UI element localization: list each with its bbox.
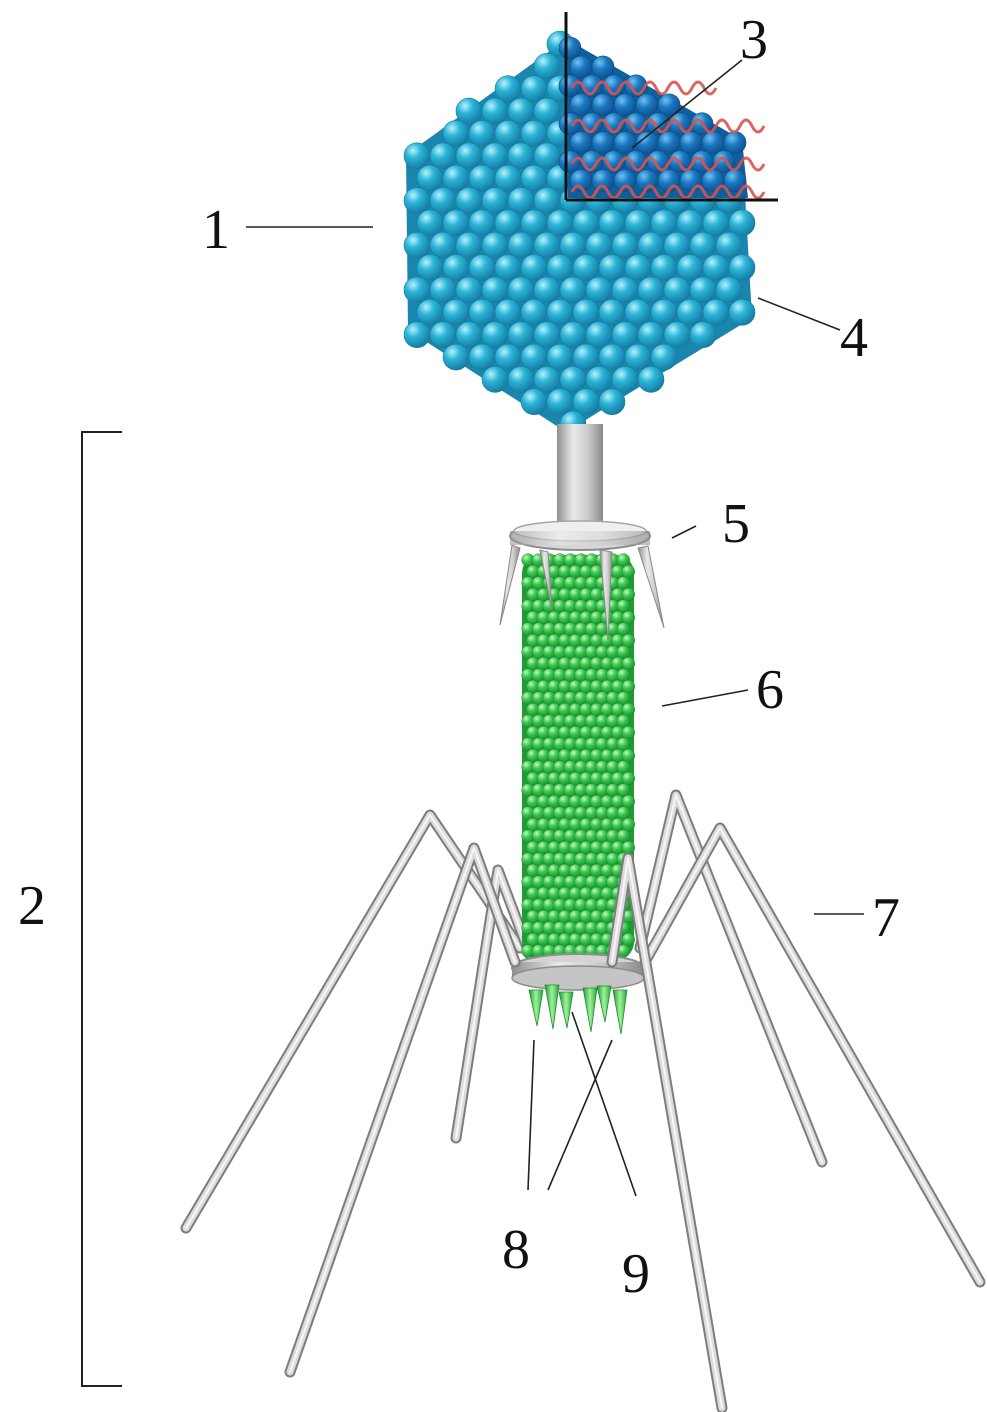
label-1: 1	[202, 199, 230, 261]
tail-fibers-back	[186, 795, 822, 1228]
label-9: 9	[622, 1243, 650, 1305]
neck	[557, 424, 603, 528]
tail-spikes	[529, 985, 627, 1034]
capsid-cutaway	[559, 37, 748, 198]
label-2: 2	[18, 875, 46, 937]
label-7: 7	[872, 887, 900, 949]
label-3: 3	[740, 9, 768, 71]
label-4: 4	[840, 307, 868, 369]
label-5: 5	[722, 493, 750, 555]
tail-bracket	[82, 432, 122, 1386]
base-plate	[512, 954, 644, 990]
label-8: 8	[502, 1219, 530, 1281]
label-6: 6	[756, 659, 784, 721]
